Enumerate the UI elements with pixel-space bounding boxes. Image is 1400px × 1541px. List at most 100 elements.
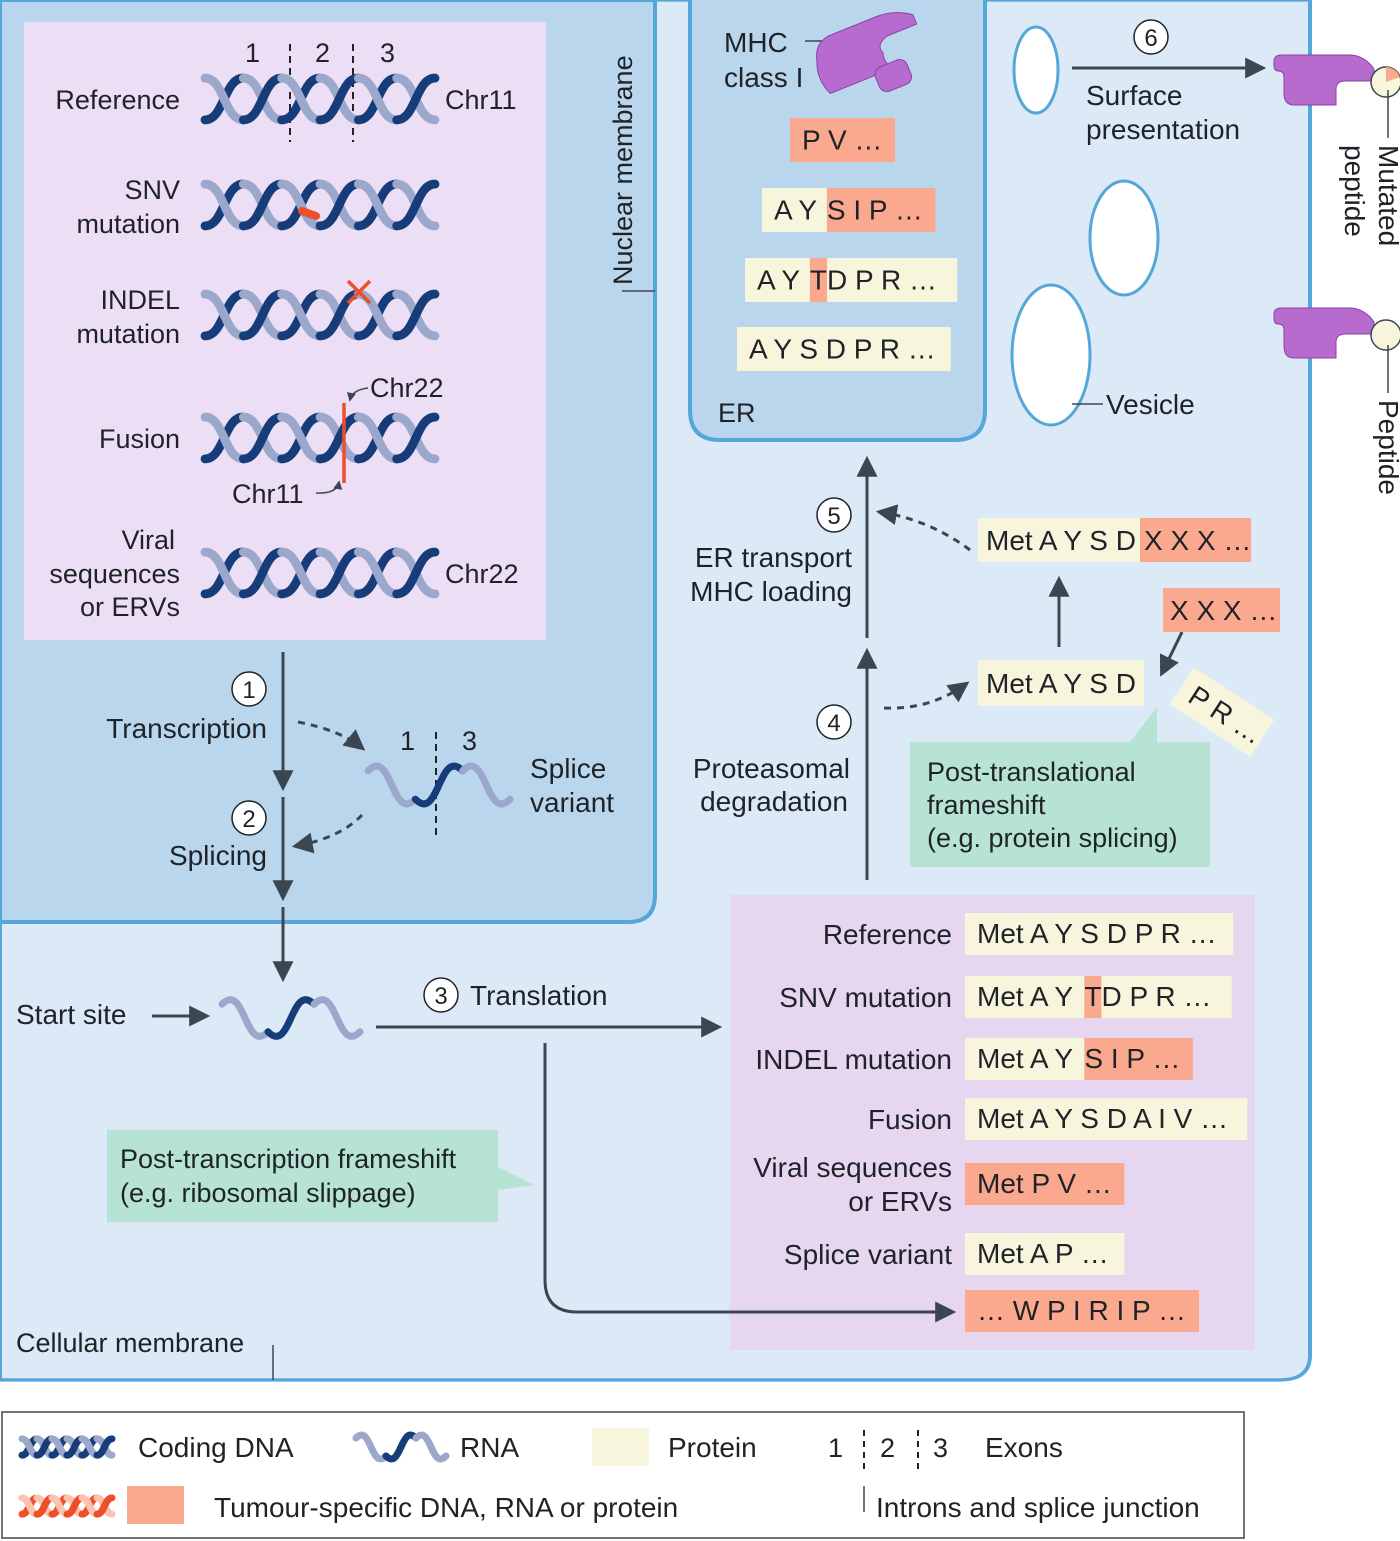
met-aysd-protein [978, 660, 1144, 706]
helix-strand [200, 179, 248, 231]
er-peptide-sequence-text: A Y [774, 195, 817, 226]
mutated-peptide-label: Mutated [1373, 145, 1400, 246]
mhc-class-i-molecule-icon [1273, 307, 1400, 359]
legend-tumour-swatch [127, 1486, 184, 1524]
fusion-bottom-pointer [315, 480, 343, 494]
tumour-segment [1084, 1038, 1193, 1080]
post-transcription-callout-line: (e.g. ribosomal slippage) [120, 1178, 416, 1208]
er-peptide-list: P V …A Y S I P …A Y T D P R …A Y S D P R… [737, 118, 958, 371]
er-peptide-sequence-text: P V … [802, 125, 882, 156]
dna-row-label: Reference [55, 85, 180, 115]
protein-segment [1101, 976, 1232, 1018]
step-circle-2 [231, 800, 267, 836]
helix-strand [238, 179, 287, 231]
dna-row-label: SNV [124, 175, 180, 205]
protein-segment [965, 976, 1085, 1018]
helix-strand [392, 547, 440, 599]
single-strand-wave-icon [218, 996, 364, 1040]
step-circle-1 [231, 671, 267, 707]
step-circle-4 [816, 704, 852, 740]
vesicle-oval-icon [1010, 283, 1092, 427]
post-translational-callout [910, 707, 1210, 867]
tumour-segment [790, 118, 895, 162]
er-peptide: A Y S D P R … [737, 327, 951, 371]
double-helix-icon [200, 289, 440, 341]
protein-row-sequence-text: Met A Y [977, 1043, 1073, 1074]
step-circle-5 [816, 497, 852, 533]
dna-row-reference: Reference Chr11 [55, 73, 517, 125]
tumour-segment [965, 1290, 1200, 1332]
legend-exon-2: 2 [880, 1433, 895, 1463]
post-translational-callout-line: (e.g. protein splicing) [927, 823, 1178, 853]
mhc-label: MHC [724, 27, 788, 58]
helix-strand [392, 412, 440, 464]
helix-strand [93, 1494, 116, 1518]
protein-row-sequence-text: T [1084, 981, 1101, 1012]
mutated-peptide-label: peptide [1339, 145, 1370, 237]
vesicle-oval-icon [1088, 179, 1160, 297]
combined-tumour-text: X X X … [1144, 525, 1251, 556]
legend-protein: Protein [668, 1432, 757, 1463]
surface-presentation-label: Surface [1086, 80, 1183, 111]
helix-strand [353, 412, 402, 464]
double-helix-icon [18, 1435, 116, 1459]
helix-strand [93, 1435, 116, 1459]
protein-segment [827, 258, 958, 302]
er-transport-label: ER transport [695, 542, 852, 573]
protein-row-label: INDEL mutation [755, 1044, 952, 1075]
peptide-label: Peptide [1373, 400, 1400, 495]
protein-row-label: SNV mutation [779, 982, 952, 1013]
helix-strand [200, 412, 248, 464]
step-number-4: 4 [827, 710, 840, 737]
protein-row-sequence-text: Met A Y S D P R … [977, 918, 1217, 949]
er-peptide: A Y T D P R … [745, 258, 958, 302]
splicing-label: Splicing [169, 840, 267, 871]
post-transcription-callout [107, 1130, 535, 1222]
helix-strand [277, 73, 325, 125]
combined-protein-fragment [978, 518, 1140, 562]
post-transcription-callout-line: Post-transcription frameshift [120, 1144, 457, 1174]
exon-number-2: 2 [315, 38, 330, 68]
helix-strand [238, 547, 287, 599]
helix-strand [238, 412, 287, 464]
legend-protein-swatch [592, 1428, 649, 1466]
dna-panel-content: 1 2 3 Reference Chr11 SNV mutation INDEL… [49, 38, 518, 622]
proteasomal-label: degradation [700, 786, 848, 817]
exon-number-3: 3 [380, 38, 395, 68]
step-circle-3 [423, 977, 459, 1013]
dna-row-fusion: Fusion Chr22 Chr11 [99, 373, 444, 509]
dna-row-indel: INDEL mutation [76, 279, 440, 349]
rna-strand [352, 1431, 390, 1463]
double-helix-icon [200, 412, 440, 464]
dna-row-right-label: Chr22 [445, 559, 519, 589]
fusion-top-label: Chr22 [370, 373, 444, 403]
from-splice-variant-arrow [291, 813, 364, 854]
dna-row-label: or ERVs [80, 592, 180, 622]
dna-row-label: mutation [76, 319, 180, 349]
helix-strand [353, 547, 402, 599]
dna-row-label: mutation [76, 209, 180, 239]
protein-row-sequence-text: S I P … [1084, 1043, 1180, 1074]
er-contents: MHC class I P V …A Y S I P …A Y T D P R … [718, 12, 958, 428]
step-circle-6 [1133, 19, 1169, 55]
protein-segment [965, 913, 1234, 955]
tumour-segment [826, 188, 936, 232]
cellular-membrane-label: Cellular membrane [16, 1328, 244, 1358]
er-peptide-sequence-text: A Y [757, 265, 800, 296]
helix-strand [238, 289, 287, 341]
protein-row-sequence-text: Met P V … [977, 1168, 1112, 1199]
protein-row-sequence-text: Met A P … [977, 1238, 1109, 1269]
er-peptide-sequence-text: T [810, 265, 827, 296]
step-number-1: 1 [242, 677, 255, 704]
helix-strand [392, 289, 440, 341]
dna-row-viral: Viral sequences or ERVs Chr22 [49, 525, 518, 622]
cross-mark-icon [346, 279, 372, 305]
legend: Coding DNA RNA Protein 1 2 3 Exons Tumou… [1, 1411, 1245, 1539]
protein-segment [965, 1038, 1085, 1080]
rna-strand [218, 996, 272, 1040]
rna-strand [364, 762, 419, 808]
protein-row-label: Splice variant [784, 1239, 952, 1270]
